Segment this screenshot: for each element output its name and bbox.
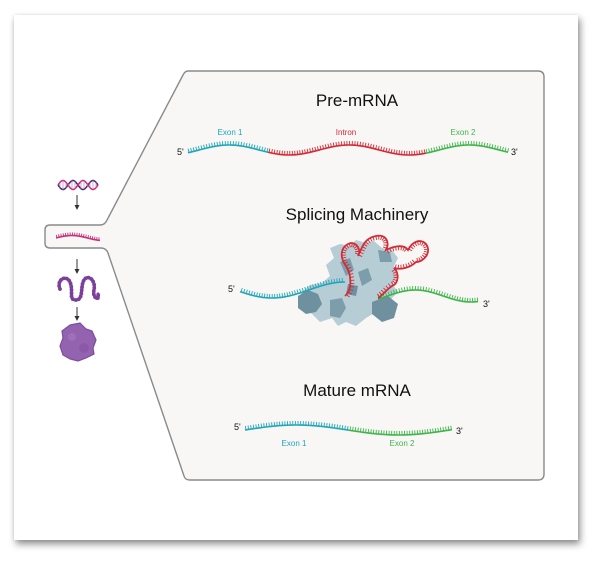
five-prime-label: 5' — [234, 422, 241, 432]
arrow-down-icon — [74, 307, 80, 321]
mini-rna-strand — [55, 232, 101, 242]
three-prime-label: 3' — [511, 147, 518, 157]
mature-mrna-strand — [244, 420, 453, 436]
exon1-segment — [244, 420, 350, 432]
pre-mrna-icon — [55, 232, 101, 242]
pre-mrna-title: Pre-mRNA — [316, 91, 399, 110]
pathway — [55, 179, 101, 362]
splicing-title: Splicing Machinery — [286, 205, 429, 224]
exon2-label: Exon 2 — [451, 128, 476, 137]
zoom-panel — [44, 70, 545, 481]
intron-label: Intron — [336, 128, 356, 137]
exon1-label: Exon 1 — [282, 439, 307, 448]
exon1-label: Exon 1 — [218, 128, 243, 137]
dna-icon — [57, 179, 99, 191]
three-prime-label: 3' — [456, 426, 463, 436]
five-prime-label: 5' — [228, 284, 235, 294]
five-prime-label: 5' — [177, 147, 184, 157]
mrna-chain-icon — [57, 275, 101, 302]
exon2-segment — [425, 140, 509, 154]
protein-icon — [59, 322, 97, 362]
three-prime-label: 3' — [483, 299, 490, 309]
arrow-down-icon — [74, 259, 80, 274]
exon2-label: Exon 2 — [390, 439, 415, 448]
exon1-segment — [187, 141, 269, 154]
arrow-down-icon — [74, 195, 80, 210]
intron-loops — [340, 234, 429, 299]
mature-mrna-title: Mature mRNA — [303, 381, 411, 400]
exon1-segment — [239, 278, 346, 299]
intron-segment — [267, 140, 427, 156]
spliced-strand — [239, 234, 479, 303]
pre-mrna-strand — [187, 140, 509, 156]
exon2-segment — [377, 285, 479, 303]
spliceosome — [298, 240, 398, 326]
exon2-segment — [348, 425, 453, 436]
